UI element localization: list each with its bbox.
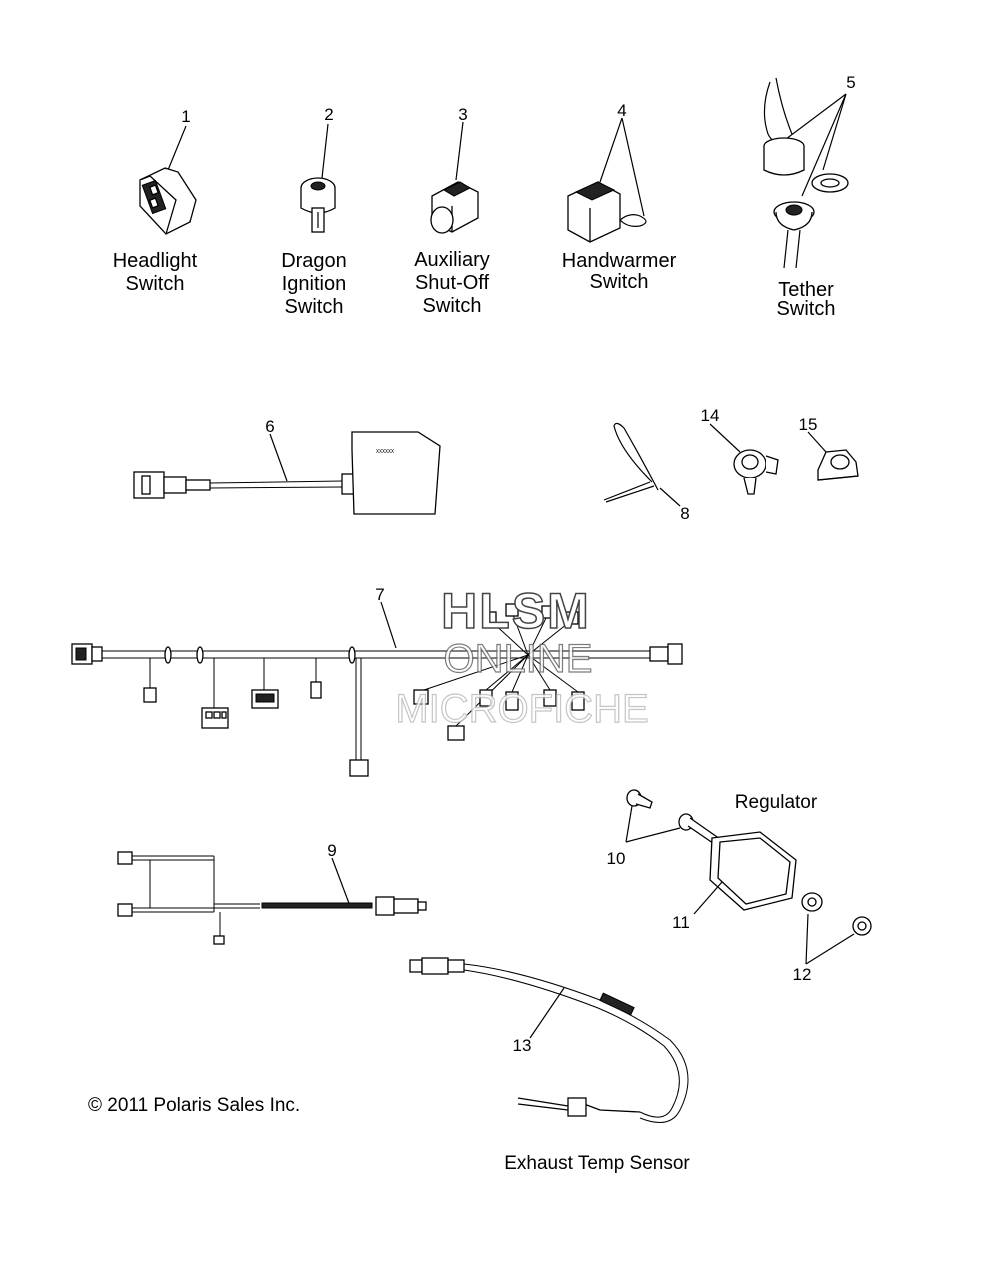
handwarmer-switch-label-line2: Switch — [590, 271, 649, 293]
watermark-line3: MICROFICHE — [395, 687, 648, 731]
exhaust-temp-sensor-label: Exhaust Temp Sensor — [504, 1153, 690, 1174]
copyright-notice: © 2011 Polaris Sales Inc. — [88, 1095, 300, 1116]
module-box-marking: XXXXXX — [376, 449, 394, 455]
watermark-line1: HLSM — [441, 583, 591, 639]
secondary-harness-drawing — [117, 851, 427, 945]
part-number-9: 9 — [327, 841, 336, 860]
cable-tie-drawing — [603, 422, 681, 507]
watermark-line2: ONLINE — [444, 637, 593, 681]
part-number-11: 11 — [672, 913, 690, 932]
part-number-12: 12 — [793, 965, 812, 984]
shutoff-switch-drawing — [430, 121, 479, 234]
shutoff-switch-label-line1: Auxiliary — [414, 249, 490, 271]
part-number-10: 10 — [607, 849, 626, 868]
part-number-8: 8 — [680, 504, 689, 523]
shutoff-switch-label-line3: Switch — [423, 295, 482, 317]
regulator-drawing — [625, 789, 872, 965]
tether-switch-drawing — [763, 77, 849, 269]
tether-switch-label-line1: Tether — [778, 279, 834, 301]
harness-clip-drawing — [709, 423, 779, 495]
ignition-switch-label-line1: Dragon — [281, 250, 347, 272]
regulator-label: Regulator — [735, 792, 818, 813]
part-number-15: 15 — [799, 415, 818, 434]
ignition-switch-drawing — [300, 123, 336, 233]
shutoff-switch-label-line2: Shut-Off — [415, 272, 490, 294]
headlight-switch-label-line2: Switch — [126, 273, 185, 295]
part-number-2: 2 — [324, 105, 333, 124]
part-number-1: 1 — [181, 107, 190, 126]
cable-clamp-drawing — [807, 431, 859, 481]
handwarmer-switch-drawing — [567, 117, 647, 243]
ignition-switch-label-line2: Ignition — [282, 273, 347, 295]
part-number-3: 3 — [458, 105, 467, 124]
part-number-4: 4 — [617, 101, 626, 120]
part-number-6: 6 — [265, 417, 274, 436]
exhaust-temp-sensor-drawing — [409, 957, 689, 1123]
ignition-switch-label-line3: Switch — [285, 296, 344, 318]
part-number-14: 14 — [701, 406, 720, 425]
main-harness-drawing — [71, 601, 683, 777]
headlight-switch-drawing — [139, 125, 197, 235]
handwarmer-switch-label-line1: Handwarmer — [562, 250, 677, 272]
part-number-13: 13 — [513, 1036, 532, 1055]
module-harness-drawing — [133, 431, 441, 515]
tether-switch-label-line2: Switch — [777, 298, 836, 320]
part-number-5: 5 — [846, 73, 855, 92]
part-number-7: 7 — [375, 585, 384, 604]
headlight-switch-label-line1: Headlight — [113, 250, 198, 272]
